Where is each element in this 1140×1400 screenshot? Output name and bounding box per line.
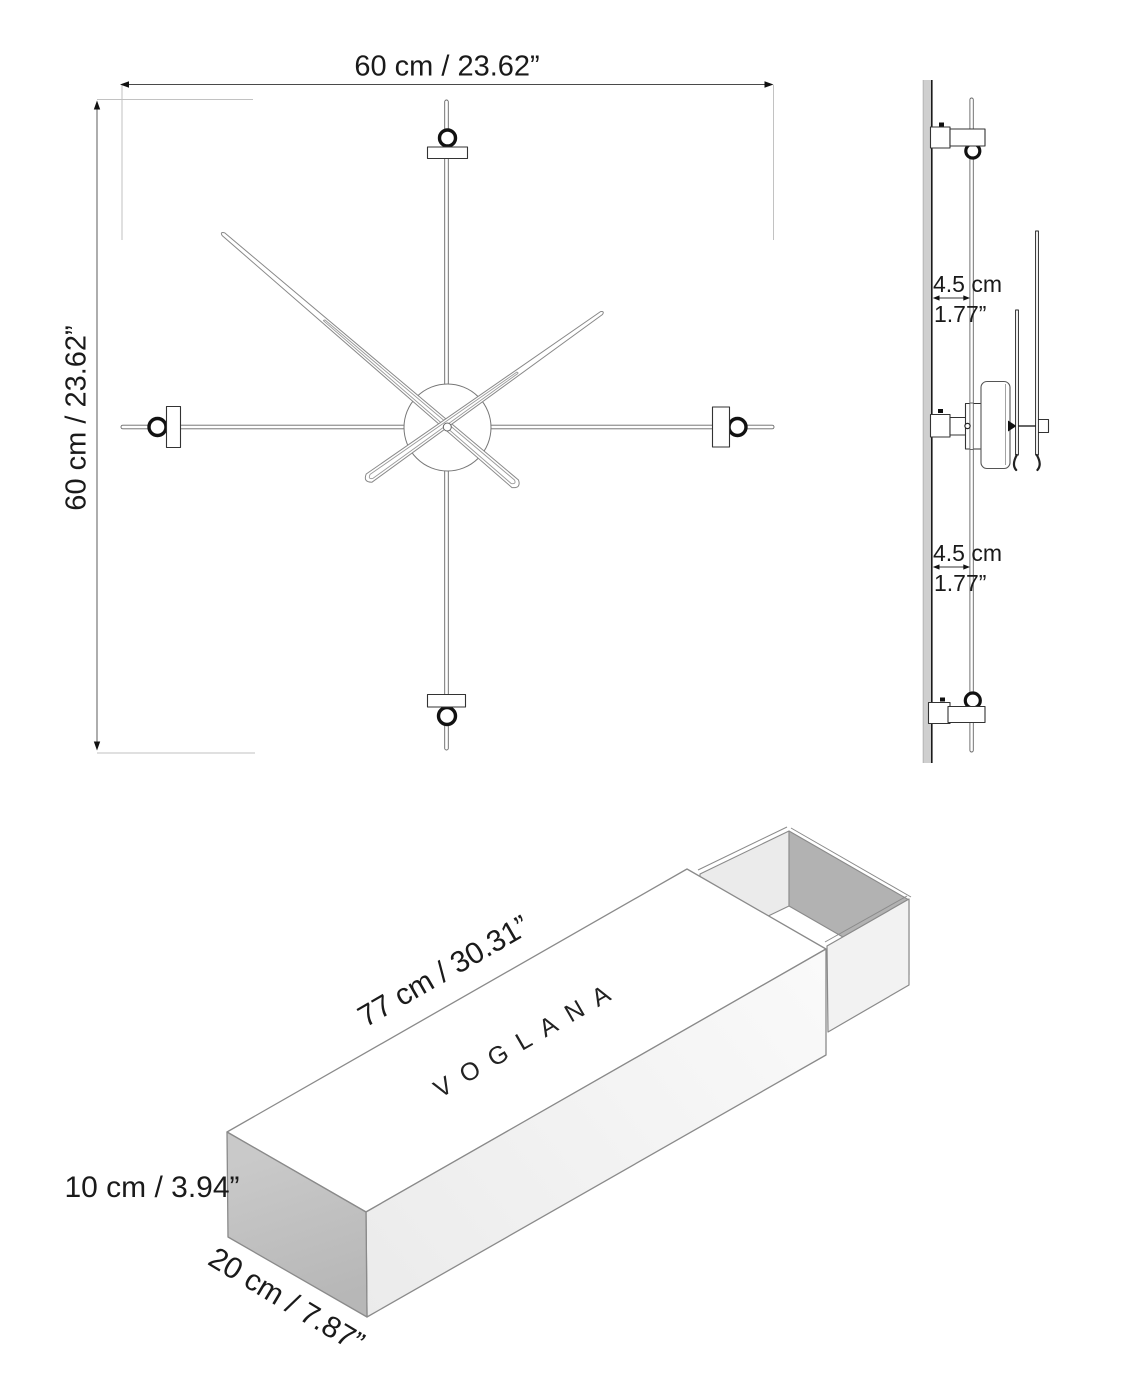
clock-hub xyxy=(442,422,452,432)
minute-hand-edge xyxy=(1035,230,1039,456)
tray-rim-edge-near xyxy=(824,895,908,943)
wall-mount-ring-left xyxy=(147,416,168,438)
mount-bracket-left xyxy=(165,405,182,449)
wall-mount-ring-right xyxy=(727,416,748,438)
clock-side-view xyxy=(922,80,1050,763)
side-offset-top-inch-label: 1.77” xyxy=(934,301,987,327)
offset-arrow xyxy=(932,295,940,301)
wall-mount-ring-bottom xyxy=(436,705,458,727)
bolt-dot-middle xyxy=(938,409,943,413)
bolt-dot-top xyxy=(939,122,944,127)
side-wall-block-bottom xyxy=(927,701,951,725)
clamp-screw xyxy=(964,422,971,430)
hour-hand-edge xyxy=(1015,309,1019,456)
side-offset-top-cm-label: 4.5 cm xyxy=(933,271,1003,297)
wall-section xyxy=(923,80,932,763)
front-width-dimension-label: 60 cm / 23.62” xyxy=(354,50,540,83)
arrowhead-bottom xyxy=(93,741,101,751)
side-offset-bottom-inch-label: 1.77” xyxy=(934,570,987,596)
side-ring-bottom xyxy=(963,691,982,710)
packaging-box-view xyxy=(226,826,912,1318)
clock-front-view xyxy=(93,81,775,754)
mount-bracket-bottom xyxy=(426,693,467,708)
minute-hand-slot xyxy=(323,319,516,485)
arrowhead-left xyxy=(120,81,129,88)
tray-rim-edge-end xyxy=(790,827,912,898)
hour-hand-foot xyxy=(1012,453,1018,472)
sleeve-end-face xyxy=(226,1131,368,1318)
mount-bracket-right xyxy=(711,406,731,448)
mount-bracket-top xyxy=(426,146,469,160)
bolt-dot-bottom xyxy=(940,697,945,702)
box-height-dimension-label: 10 cm / 3.94” xyxy=(64,1171,240,1204)
side-wall-block-top xyxy=(929,126,951,149)
side-offset-bottom-cm-label: 4.5 cm xyxy=(933,540,1003,566)
arrowhead-right xyxy=(764,81,774,88)
shaft-arrow xyxy=(1008,420,1017,432)
arrowhead-top xyxy=(93,100,101,110)
side-bracket-arm-bottom xyxy=(947,705,986,724)
front-height-dimension-label: 60 cm / 23.62” xyxy=(60,325,93,511)
offset-arrow xyxy=(932,564,940,570)
offset-arrow xyxy=(963,564,970,570)
hand-hub-nut xyxy=(1036,418,1050,434)
minute-hand-foot xyxy=(1035,453,1041,472)
side-wall-block-middle xyxy=(929,413,951,438)
side-bracket-arm-top xyxy=(949,128,986,147)
offset-arrow xyxy=(963,295,970,301)
wall-mount-ring-top xyxy=(437,128,458,148)
tray-rim-edge-far xyxy=(697,826,788,871)
tray-outer-near-face xyxy=(826,898,910,1033)
